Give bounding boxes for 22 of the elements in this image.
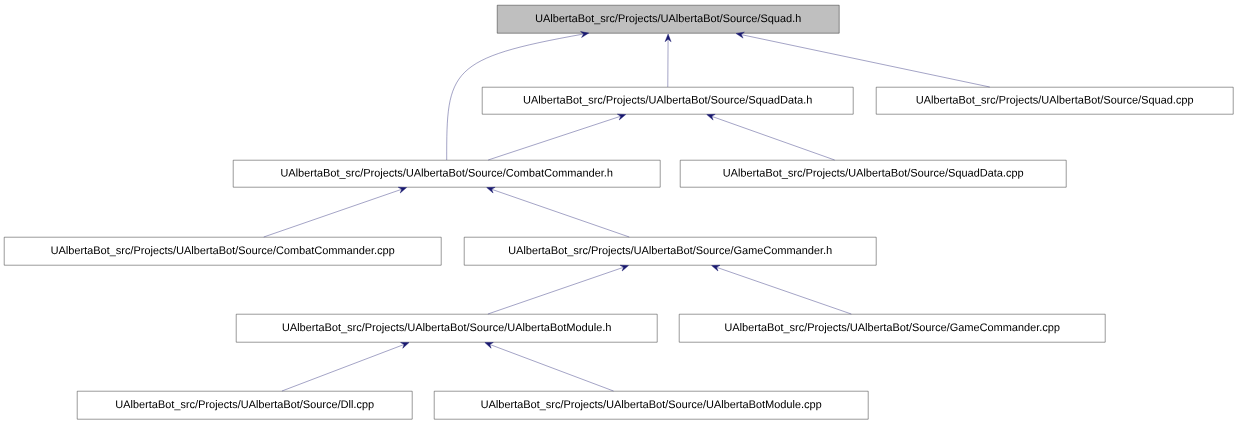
file-box: UAlbertaBot_src/Projects/UAlbertaBot/Source/GameCommander.h [464, 237, 877, 266]
arrow [487, 265, 629, 315]
file-box-highlighted: UAlbertaBot_src/Projects/UAlbertaBot/Source/Squad.h [497, 5, 840, 34]
file-box: UAlbertaBot_src/Projects/UAlbertaBot/Source/UAlbertaBotModule.cpp [434, 391, 869, 420]
arrow [706, 114, 835, 161]
file-box: UAlbertaBot_src/Projects/UAlbertaBot/Source/SquadData.h [482, 87, 854, 115]
file-box: UAlbertaBot_src/Projects/UAlbertaBot/Source/GameCommander.cpp [679, 314, 1106, 343]
arrow [281, 342, 410, 392]
arrow [711, 265, 852, 315]
arrow [735, 31, 990, 88]
file-box: UAlbertaBot_src/Projects/UAlbertaBot/Source/Dll.cpp [77, 391, 413, 420]
file-box: UAlbertaBot_src/Projects/UAlbertaBot/Source/Squad.cpp [876, 87, 1234, 115]
file-box: UAlbertaBot_src/Projects/UAlbertaBot/Source/CombatCommander.h [233, 160, 661, 188]
arrow [664, 33, 672, 88]
arrow [486, 187, 630, 238]
arrow [488, 113, 626, 161]
file-box: UAlbertaBot_src/Projects/UAlbertaBot/Source/UAlbertaBotModule.h [236, 314, 658, 343]
arrow [446, 31, 589, 161]
file-box: UAlbertaBot_src/Projects/UAlbertaBot/Source/CombatCommander.cpp [4, 237, 442, 266]
arrow [484, 342, 614, 392]
file-box: UAlbertaBot_src/Projects/UAlbertaBot/Source/SquadData.cpp [680, 160, 1067, 188]
arrow [263, 187, 407, 238]
